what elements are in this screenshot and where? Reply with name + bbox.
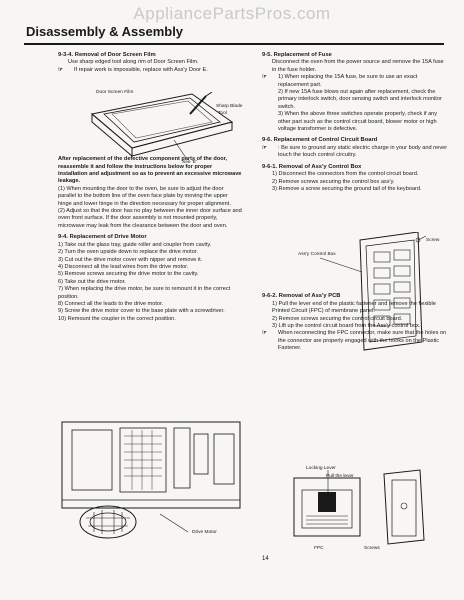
figure-label: Drive Motor [192,530,217,535]
list-item: 3) When the above three switches operate… [278,111,438,133]
figure-label: Ass'y Control Box [298,252,336,257]
list-item: 3) Remove a screw securing the ground ta… [272,185,422,192]
drive-motor-figure [58,418,244,544]
pcb-figure [292,466,442,546]
note-arrow-icon: ☞ [262,74,268,81]
list-item: 6) Take out the drive motor. [58,278,126,285]
list-item: 1) Take out the glass tray, guide roller… [58,241,212,248]
door-warning: After replacement of the defective compo… [58,156,242,185]
figure-label: Tool [218,111,227,116]
section-door-film-body: Use sharp edged tool along rim of Door S… [68,59,199,66]
page-number: 14 [262,556,269,562]
figure-label: See 'E' [182,160,197,165]
list-item: 1) Pull the lever end of the plastic fas… [272,300,436,315]
section-pcb-title: 9-6-2. Removal of Ass'y PCB [262,293,341,300]
pcb-note: When reconnecting the FPC connector, mak… [278,330,447,352]
figure-label: Pull the lever [326,474,354,479]
figure-label: FPC [314,546,324,551]
list-item: 1) Disconnect the connectors from the co… [272,171,419,178]
list-item: 10) Remount the coupler in the correct p… [58,315,176,322]
note-arrow-icon: ☞ [262,144,268,151]
section-door-film-title: 9-3-4. Removal of Door Screen Film [58,52,156,58]
section-fuse-title: 9-5. Replacement of Fuse [262,52,332,58]
page-title: Disassembly & Assembly [26,24,184,39]
section-control-box-title: 9-6-1. Removal of Ass'y Control Box [262,163,362,170]
list-item: 8) Connect all the leads to the drive mo… [58,300,164,307]
list-item: 4) Disconnect all the lead wires from th… [58,263,189,270]
door-screen-film-figure [82,92,242,170]
list-item: 3) Cut out the drive motor cover with ni… [58,256,203,263]
title-rule [24,43,444,45]
list-item: 3) Lift up the control circuit board fro… [272,322,421,329]
list-item: 2) If new 15A fuse blows out again after… [278,89,442,110]
drive-motor-steps: 1) Take out the glass tray, guide roller… [58,242,243,323]
door-warning-step-1: (1) When mounting the door to the oven, … [58,185,231,207]
figure-label: Door Screen Film [96,90,134,95]
section-control-board-title: 9-6. Replacement of Control Circuit Boar… [262,137,378,144]
door-warning-step-2: (2) Adjust so that the door has no play … [58,208,242,229]
fuse-notes: 1) When replacing the 15A fuse, be sure … [278,74,448,133]
control-board-note: : Be sure to ground any static electric … [278,144,448,159]
section-fuse-body: Disconnect the oven from the power sourc… [272,59,444,73]
left-column: 9-3-4. Removal of Door Screen Film Use s… [58,52,243,323]
list-item: 5) Remove screws securing the drive moto… [58,271,199,278]
section-drive-motor-title: 9-4. Replacement of Drive Motor [58,234,147,241]
section-door-film-note: If repair work is impossible, replace wi… [74,66,208,73]
list-item: 2) Turn the oven upside down to replace … [58,249,198,256]
figure-label: Screws [364,546,380,551]
right-column: 9-5. Replacement of Fuse Disconnect the … [262,52,448,353]
list-item: 2) Remove screws securing the control bo… [272,178,395,185]
figure-label: Screw [426,238,440,243]
list-item: 9) Screw the drive motor cover to the ba… [58,308,225,315]
figure-label: Sharp Blade [216,104,243,109]
list-item: 1) When replacing the 15A fuse, be sure … [278,74,418,88]
figure-label: Locking Lever [306,466,336,471]
control-box-figure [300,232,440,352]
list-item: 2) Remove screws securing the control ci… [272,315,403,322]
watermark: AppliancePartsPros.com [133,4,331,23]
list-item: 7) When replacing the drive motor, be su… [58,286,231,300]
note-arrow-icon: ☞ [262,330,268,337]
note-arrow-icon: ☞ [58,66,64,73]
